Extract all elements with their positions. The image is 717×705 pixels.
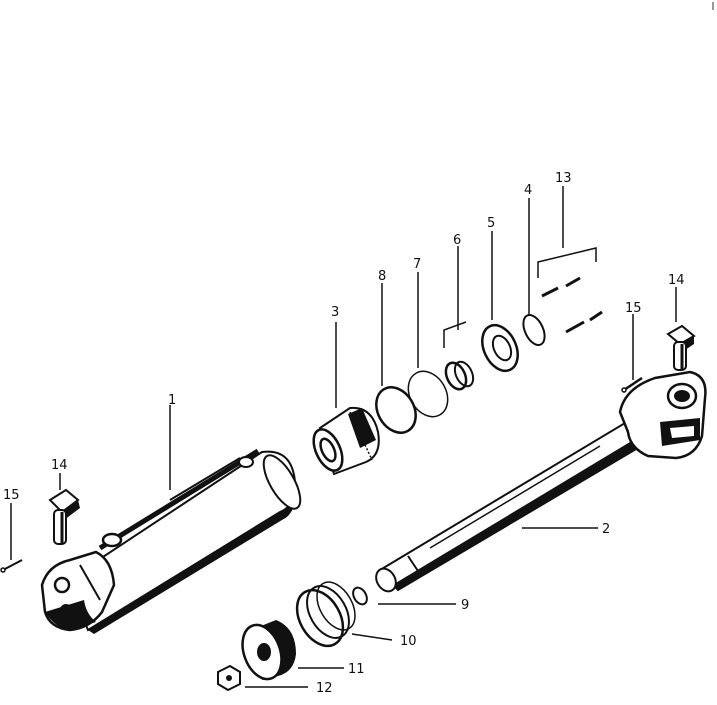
label-part-7: 7 [413, 257, 421, 272]
label-part-13: 13 [555, 171, 572, 186]
label-part-5: 5 [487, 216, 495, 231]
part-10-piston-rings [295, 581, 356, 648]
label-part-15-right: 15 [625, 301, 642, 316]
part-7-backup-ring [407, 370, 449, 418]
label-part-10: 10 [400, 634, 417, 649]
part-13-grease-fittings [541, 276, 603, 334]
label-part-11: 11 [348, 662, 365, 677]
label-part-2: 2 [602, 522, 610, 537]
label-part-9: 9 [461, 598, 469, 613]
part-5-wiper [481, 323, 519, 373]
label-part-14-right: 14 [668, 273, 685, 288]
part-9-o-ring [352, 586, 368, 606]
label-part-12: 12 [316, 681, 333, 696]
label-part-14-left: 14 [51, 458, 68, 473]
part-14-pin-left [48, 488, 80, 545]
leader-lines [10, 186, 677, 688]
label-part-3: 3 [331, 305, 339, 320]
part-11-piston [241, 620, 296, 681]
part-15-cotter-pin-left [0, 559, 23, 573]
part-4-snap-ring [522, 314, 546, 346]
label-part-6: 6 [453, 233, 461, 248]
part-12-nut [217, 664, 241, 692]
label-part-1: 1 [168, 393, 176, 408]
label-part-8: 8 [378, 269, 386, 284]
part-3-gland [312, 406, 380, 476]
part-2-piston-rod [375, 370, 707, 593]
part-14-pin-right [666, 324, 696, 371]
label-part-4: 4 [524, 183, 532, 198]
part-6-seal [444, 360, 475, 391]
part-15-cotter-pin-right [621, 376, 643, 393]
part-1-cylinder-barrel [40, 448, 302, 634]
part-number-labels: 1 2 3 4 5 6 7 8 9 10 11 12 13 14 14 15 1… [3, 171, 685, 696]
label-part-15-left: 15 [3, 488, 20, 503]
